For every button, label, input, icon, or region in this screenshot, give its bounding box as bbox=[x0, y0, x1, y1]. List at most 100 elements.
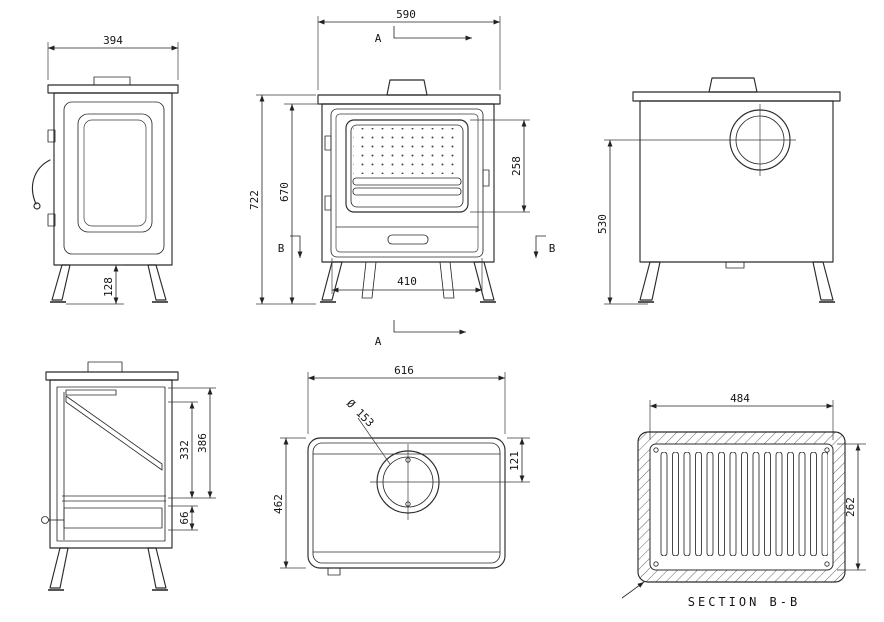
front-hinge-bottom bbox=[324, 195, 332, 211]
top-plate-inner bbox=[312, 442, 501, 564]
back-flue-collar bbox=[708, 77, 758, 93]
dim-front-window-height-label: 258 bbox=[510, 156, 523, 176]
bb-corner-hole-br bbox=[824, 561, 830, 567]
bb-corner-hole-bl bbox=[653, 561, 659, 567]
dim-bb-width-label: 484 bbox=[730, 392, 750, 405]
front-leg-inner-right bbox=[439, 261, 455, 299]
front-leg-outer-left bbox=[321, 261, 343, 301]
dim-section-side-chamber: 386 bbox=[168, 387, 216, 499]
dim-side-leg-label: 128 bbox=[102, 277, 115, 297]
dim-front-window-height: 258 bbox=[470, 119, 530, 213]
section-side-inner-wall bbox=[56, 386, 166, 542]
view-back: 530 bbox=[596, 77, 841, 305]
side-window bbox=[77, 113, 153, 233]
dim-front-door-width: 410 bbox=[331, 258, 483, 294]
dim-flue-offset-label: 121 bbox=[508, 451, 521, 471]
dim-front-door-width-label: 410 bbox=[397, 275, 417, 288]
front-log-bar-1 bbox=[352, 177, 462, 186]
bb-corner-hole-tr bbox=[824, 447, 830, 453]
dim-front-total-height-label: 722 bbox=[248, 190, 261, 210]
dim-ash-gap-label: 66 bbox=[178, 511, 191, 524]
back-body bbox=[639, 100, 834, 263]
front-hinge-top bbox=[324, 135, 332, 151]
top-flue-screw-bottom bbox=[405, 501, 411, 507]
section-b-right-label: B bbox=[549, 242, 556, 255]
dim-back-flue-height-label: 530 bbox=[596, 214, 609, 234]
front-flue-collar bbox=[386, 79, 428, 96]
dim-top-flue-offset: 121 bbox=[446, 437, 530, 483]
top-plate-outline bbox=[307, 437, 506, 569]
top-clip-tab bbox=[327, 567, 341, 576]
dim-side-width: 394 bbox=[47, 34, 179, 80]
dim-section-side-ash-gap: 66 bbox=[168, 505, 198, 531]
dim-front-body-height: 670 bbox=[278, 103, 320, 304]
section-b-left-label: B bbox=[278, 242, 285, 255]
section-side-top-plate bbox=[45, 371, 179, 381]
bb-leader-arrow bbox=[621, 581, 645, 599]
view-section-side: 386 332 66 bbox=[41, 361, 216, 591]
section-side-ash-knob bbox=[41, 516, 49, 524]
view-front: 590 A 722 bbox=[248, 8, 556, 348]
dim-section-side-baffle: 332 bbox=[168, 401, 198, 498]
dim-front-width-label: 590 bbox=[396, 8, 416, 21]
back-top-plate bbox=[632, 91, 841, 102]
side-body bbox=[53, 92, 173, 266]
front-log-bar-2 bbox=[352, 187, 462, 196]
section-a-top-label: A bbox=[375, 32, 382, 45]
side-door-handle bbox=[31, 159, 51, 205]
dim-bb-depth: 262 bbox=[837, 443, 866, 571]
section-marker-a-top: A bbox=[375, 26, 472, 45]
section-side-top-baffle bbox=[65, 389, 117, 396]
front-door-inner bbox=[335, 113, 479, 253]
dim-bb-depth-label: 262 bbox=[844, 497, 857, 517]
bb-corner-hole-tl bbox=[653, 447, 659, 453]
front-window-air-holes bbox=[353, 128, 461, 174]
side-top-plate bbox=[47, 84, 179, 94]
front-window-inner bbox=[350, 124, 464, 208]
dim-top-depth: 462 bbox=[272, 437, 306, 569]
side-hinge-top bbox=[47, 129, 56, 143]
front-body bbox=[321, 103, 495, 263]
section-side-ash-pan bbox=[63, 507, 163, 529]
front-ash-handle bbox=[387, 234, 429, 245]
side-flue-stub bbox=[93, 76, 131, 86]
back-clip bbox=[725, 261, 745, 269]
top-flue-screw-top bbox=[405, 457, 411, 463]
section-marker-b-right: B bbox=[533, 235, 556, 258]
back-leg-right bbox=[812, 261, 834, 301]
front-top-plate bbox=[317, 94, 501, 105]
dim-chamber-height-label: 386 bbox=[196, 433, 209, 453]
view-side: 394 128 bbox=[31, 34, 179, 305]
dim-front-body-height-label: 670 bbox=[278, 182, 291, 202]
side-door-frame bbox=[63, 101, 165, 255]
section-side-baffle-plate bbox=[65, 395, 163, 471]
dim-top-width: 616 bbox=[307, 364, 506, 434]
section-a-bottom-label: A bbox=[375, 335, 382, 348]
section-marker-b-left: B bbox=[278, 235, 303, 258]
view-top: 616 Ø 153 462 121 bbox=[272, 364, 530, 576]
section-side-body bbox=[49, 379, 173, 549]
dim-front-total-height: 722 bbox=[248, 94, 316, 305]
side-window-inner bbox=[83, 119, 147, 227]
section-side-flue-stub bbox=[87, 361, 123, 373]
dim-side-leg-height: 128 bbox=[66, 264, 124, 305]
section-bb-caption: SECTION B-B bbox=[688, 595, 800, 609]
view-section-bb: 484 262 SECTION B-B bbox=[621, 392, 866, 609]
front-latch bbox=[482, 169, 490, 187]
side-hinge-bottom bbox=[47, 213, 56, 227]
dim-top-width-label: 616 bbox=[394, 364, 414, 377]
dim-front-width: 590 bbox=[317, 8, 501, 90]
dim-back-flue-height: 530 bbox=[596, 139, 796, 305]
front-leg-inner-left bbox=[361, 261, 377, 299]
back-leg-left bbox=[639, 261, 661, 301]
side-leg-right bbox=[147, 264, 167, 301]
front-window bbox=[345, 119, 469, 213]
front-leg-outer-right bbox=[473, 261, 495, 301]
side-handle-knob bbox=[33, 202, 41, 210]
dim-side-width-label: 394 bbox=[103, 34, 123, 47]
section-side-leg-left bbox=[49, 547, 69, 589]
bb-grate-slots bbox=[658, 452, 828, 556]
dim-top-depth-label: 462 bbox=[272, 494, 285, 514]
